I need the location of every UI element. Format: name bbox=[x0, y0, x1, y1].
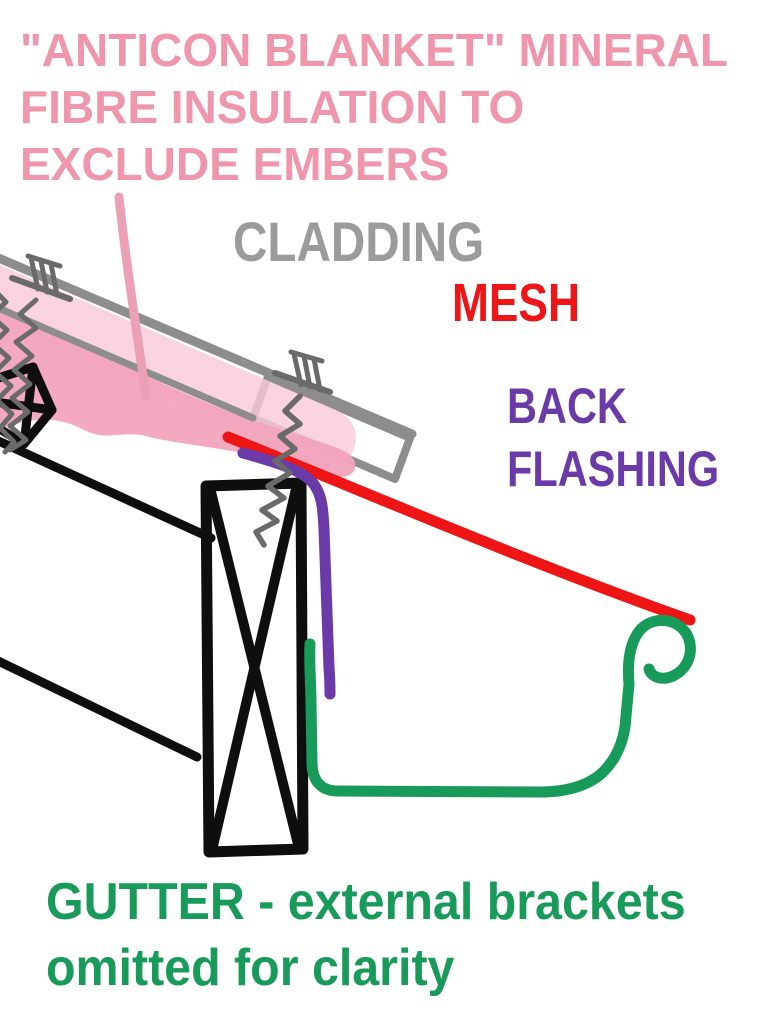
rafter-line-lower bbox=[0, 656, 202, 762]
label-insulation: "ANTICON BLANKET" MINERAL FIBRE INSULATI… bbox=[20, 22, 728, 193]
roof-screw-mid-head bbox=[25, 253, 63, 298]
label-gutter-line-1: GUTTER - external brackets bbox=[46, 873, 686, 931]
label-back-flashing: BACK FLASHING bbox=[507, 375, 719, 501]
roof-screw-mid bbox=[7, 253, 73, 453]
fascia-brace-2 bbox=[208, 484, 301, 851]
insulation-leader-line bbox=[114, 192, 151, 401]
label-gutter: GUTTER - external brackets omitted for c… bbox=[46, 869, 686, 1001]
roof-screw-mid-shank bbox=[7, 297, 39, 453]
roof-screw-eave bbox=[253, 349, 333, 548]
mesh-line bbox=[222, 431, 696, 626]
roof-screw-mid-washer bbox=[9, 275, 73, 302]
label-gutter-line-2: omitted for clarity bbox=[46, 939, 455, 997]
insulation-sag-blob bbox=[0, 304, 356, 477]
roof-screws bbox=[0, 253, 333, 548]
label-insulation-line-2: FIBRE INSULATION TO bbox=[20, 81, 525, 133]
roof-screw-eave-shank bbox=[253, 393, 303, 548]
label-mesh: MESH bbox=[452, 273, 580, 333]
label-insulation-line-1: "ANTICON BLANKET" MINERAL bbox=[20, 24, 729, 76]
gutter-profile bbox=[304, 615, 696, 798]
label-cladding: CLADDING bbox=[233, 210, 485, 273]
label-insulation-line-3: EXCLUDE EMBERS bbox=[20, 138, 450, 190]
fascia-board bbox=[200, 477, 309, 858]
label-back-flashing-line-1: BACK bbox=[507, 378, 627, 434]
cladding-top-line bbox=[0, 253, 417, 439]
insulation-band bbox=[0, 265, 356, 467]
truss-left-brace-2 bbox=[0, 398, 57, 415]
roof-screw-eave-head bbox=[288, 349, 325, 393]
insulation-blanket bbox=[0, 265, 356, 477]
rafter-line-upper bbox=[0, 436, 216, 543]
label-back-flashing-line-2: FLASHING bbox=[507, 441, 720, 497]
